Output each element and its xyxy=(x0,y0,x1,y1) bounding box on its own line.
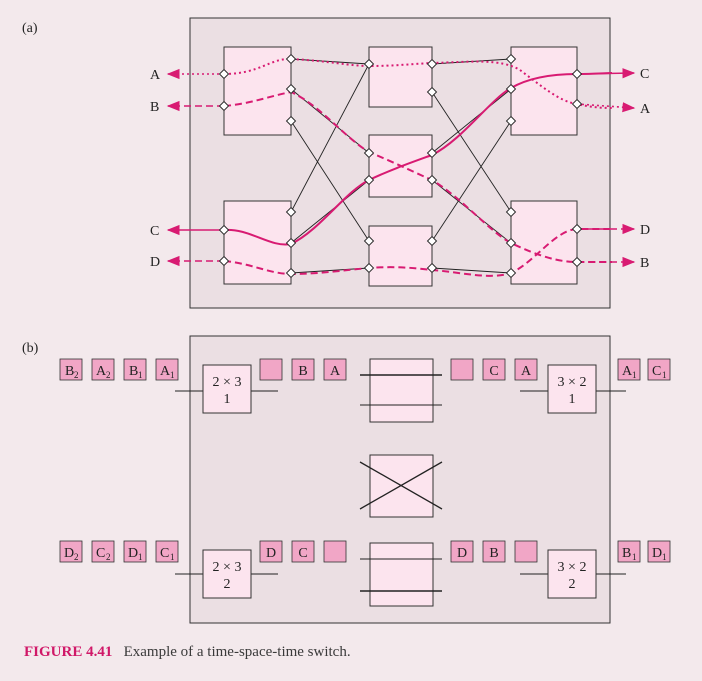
cell: B xyxy=(129,364,138,379)
cell: D xyxy=(652,546,662,561)
input-label-c: C xyxy=(150,224,159,239)
switch-label: 2 × 3 xyxy=(213,560,242,575)
output-label-b: B xyxy=(640,256,649,271)
box-a-right-top xyxy=(510,46,578,136)
space-stage-top xyxy=(360,358,442,423)
cell-sub: 1 xyxy=(170,370,175,380)
cell-sub: 1 xyxy=(662,552,667,562)
input-label-b: B xyxy=(150,100,159,115)
right-bottom-queue: B 1 D 1 xyxy=(617,540,671,563)
cell-sub: 2 xyxy=(74,552,79,562)
cell: B xyxy=(298,364,307,379)
mid-bottom-left-cells: D C xyxy=(259,540,347,563)
output-label-a: A xyxy=(640,102,651,117)
mid-top-left-cells: B A xyxy=(259,358,347,381)
cell: D xyxy=(64,546,74,561)
cell-sub: 2 xyxy=(106,370,111,380)
cell-sub: 2 xyxy=(106,552,111,562)
cell: B xyxy=(489,546,498,561)
box-a-left-top xyxy=(223,46,292,136)
cell-sub: 1 xyxy=(632,552,637,562)
cell: A xyxy=(622,364,633,379)
left-top-queue: B 2 A 2 B 1 A 1 xyxy=(59,358,179,381)
switch-bottom-left: 2 × 3 2 xyxy=(175,549,278,599)
cell: A xyxy=(521,364,532,379)
output-label-d: D xyxy=(640,223,650,238)
box-a-left-bottom xyxy=(223,200,292,285)
switch-label: 3 × 2 xyxy=(558,375,587,390)
box-a-mid-3 xyxy=(368,225,433,287)
cell-sub: 1 xyxy=(662,370,667,380)
left-bottom-queue: D 2 C 2 D 1 C 1 xyxy=(59,540,179,563)
cell: A xyxy=(160,364,171,379)
switch-number: 1 xyxy=(224,392,231,407)
cell: A xyxy=(330,364,341,379)
figure-number: FIGURE 4.41 xyxy=(24,644,113,660)
box-a-right-bottom xyxy=(510,200,578,285)
space-stage-bottom xyxy=(360,542,442,607)
cell-sub: 2 xyxy=(74,370,79,380)
switch-top-right: 3 × 2 1 xyxy=(520,364,626,414)
switch-top-left: 2 × 3 1 xyxy=(175,364,278,414)
part-a-switch-boxes xyxy=(223,46,578,287)
cell-sub: 1 xyxy=(170,552,175,562)
figure-title: Example of a time-space-time switch. xyxy=(123,644,351,660)
cell: C xyxy=(298,546,307,561)
input-label-a: A xyxy=(150,68,161,83)
switch-number: 1 xyxy=(569,392,576,407)
switch-number: 2 xyxy=(224,577,231,592)
cell: D xyxy=(266,546,276,561)
part-a-external-arrows xyxy=(166,68,636,268)
switch-bottom-right: 3 × 2 2 xyxy=(520,549,626,599)
cell-sub: 1 xyxy=(632,370,637,380)
input-label-d: D xyxy=(150,255,160,270)
cell: C xyxy=(652,364,661,379)
part-a-label: (a) xyxy=(22,21,38,36)
cell: D xyxy=(457,546,467,561)
cell: B xyxy=(65,364,74,379)
cell: C xyxy=(96,546,105,561)
mid-top-right-cells: C A xyxy=(450,358,538,381)
output-label-c: C xyxy=(640,67,649,82)
part-b-label: (b) xyxy=(22,341,39,356)
cell: C xyxy=(489,364,498,379)
figure-caption: FIGURE 4.41 Example of a time-space-time… xyxy=(24,644,351,661)
cell: D xyxy=(128,546,138,561)
switch-label: 3 × 2 xyxy=(558,560,587,575)
box-a-mid-1 xyxy=(368,46,433,108)
part-a-io-labels: A B C D C A D B xyxy=(150,67,651,271)
cell: B xyxy=(622,546,631,561)
switch-label: 2 × 3 xyxy=(213,375,242,390)
switch-number: 2 xyxy=(569,577,576,592)
cell: C xyxy=(160,546,169,561)
mid-bottom-right-cells: D B xyxy=(450,540,538,563)
right-top-queue: A 1 C 1 xyxy=(617,358,671,381)
space-stage-middle xyxy=(359,454,443,518)
cell-sub: 1 xyxy=(138,370,143,380)
cell-sub: 1 xyxy=(138,552,143,562)
cell: A xyxy=(96,364,107,379)
